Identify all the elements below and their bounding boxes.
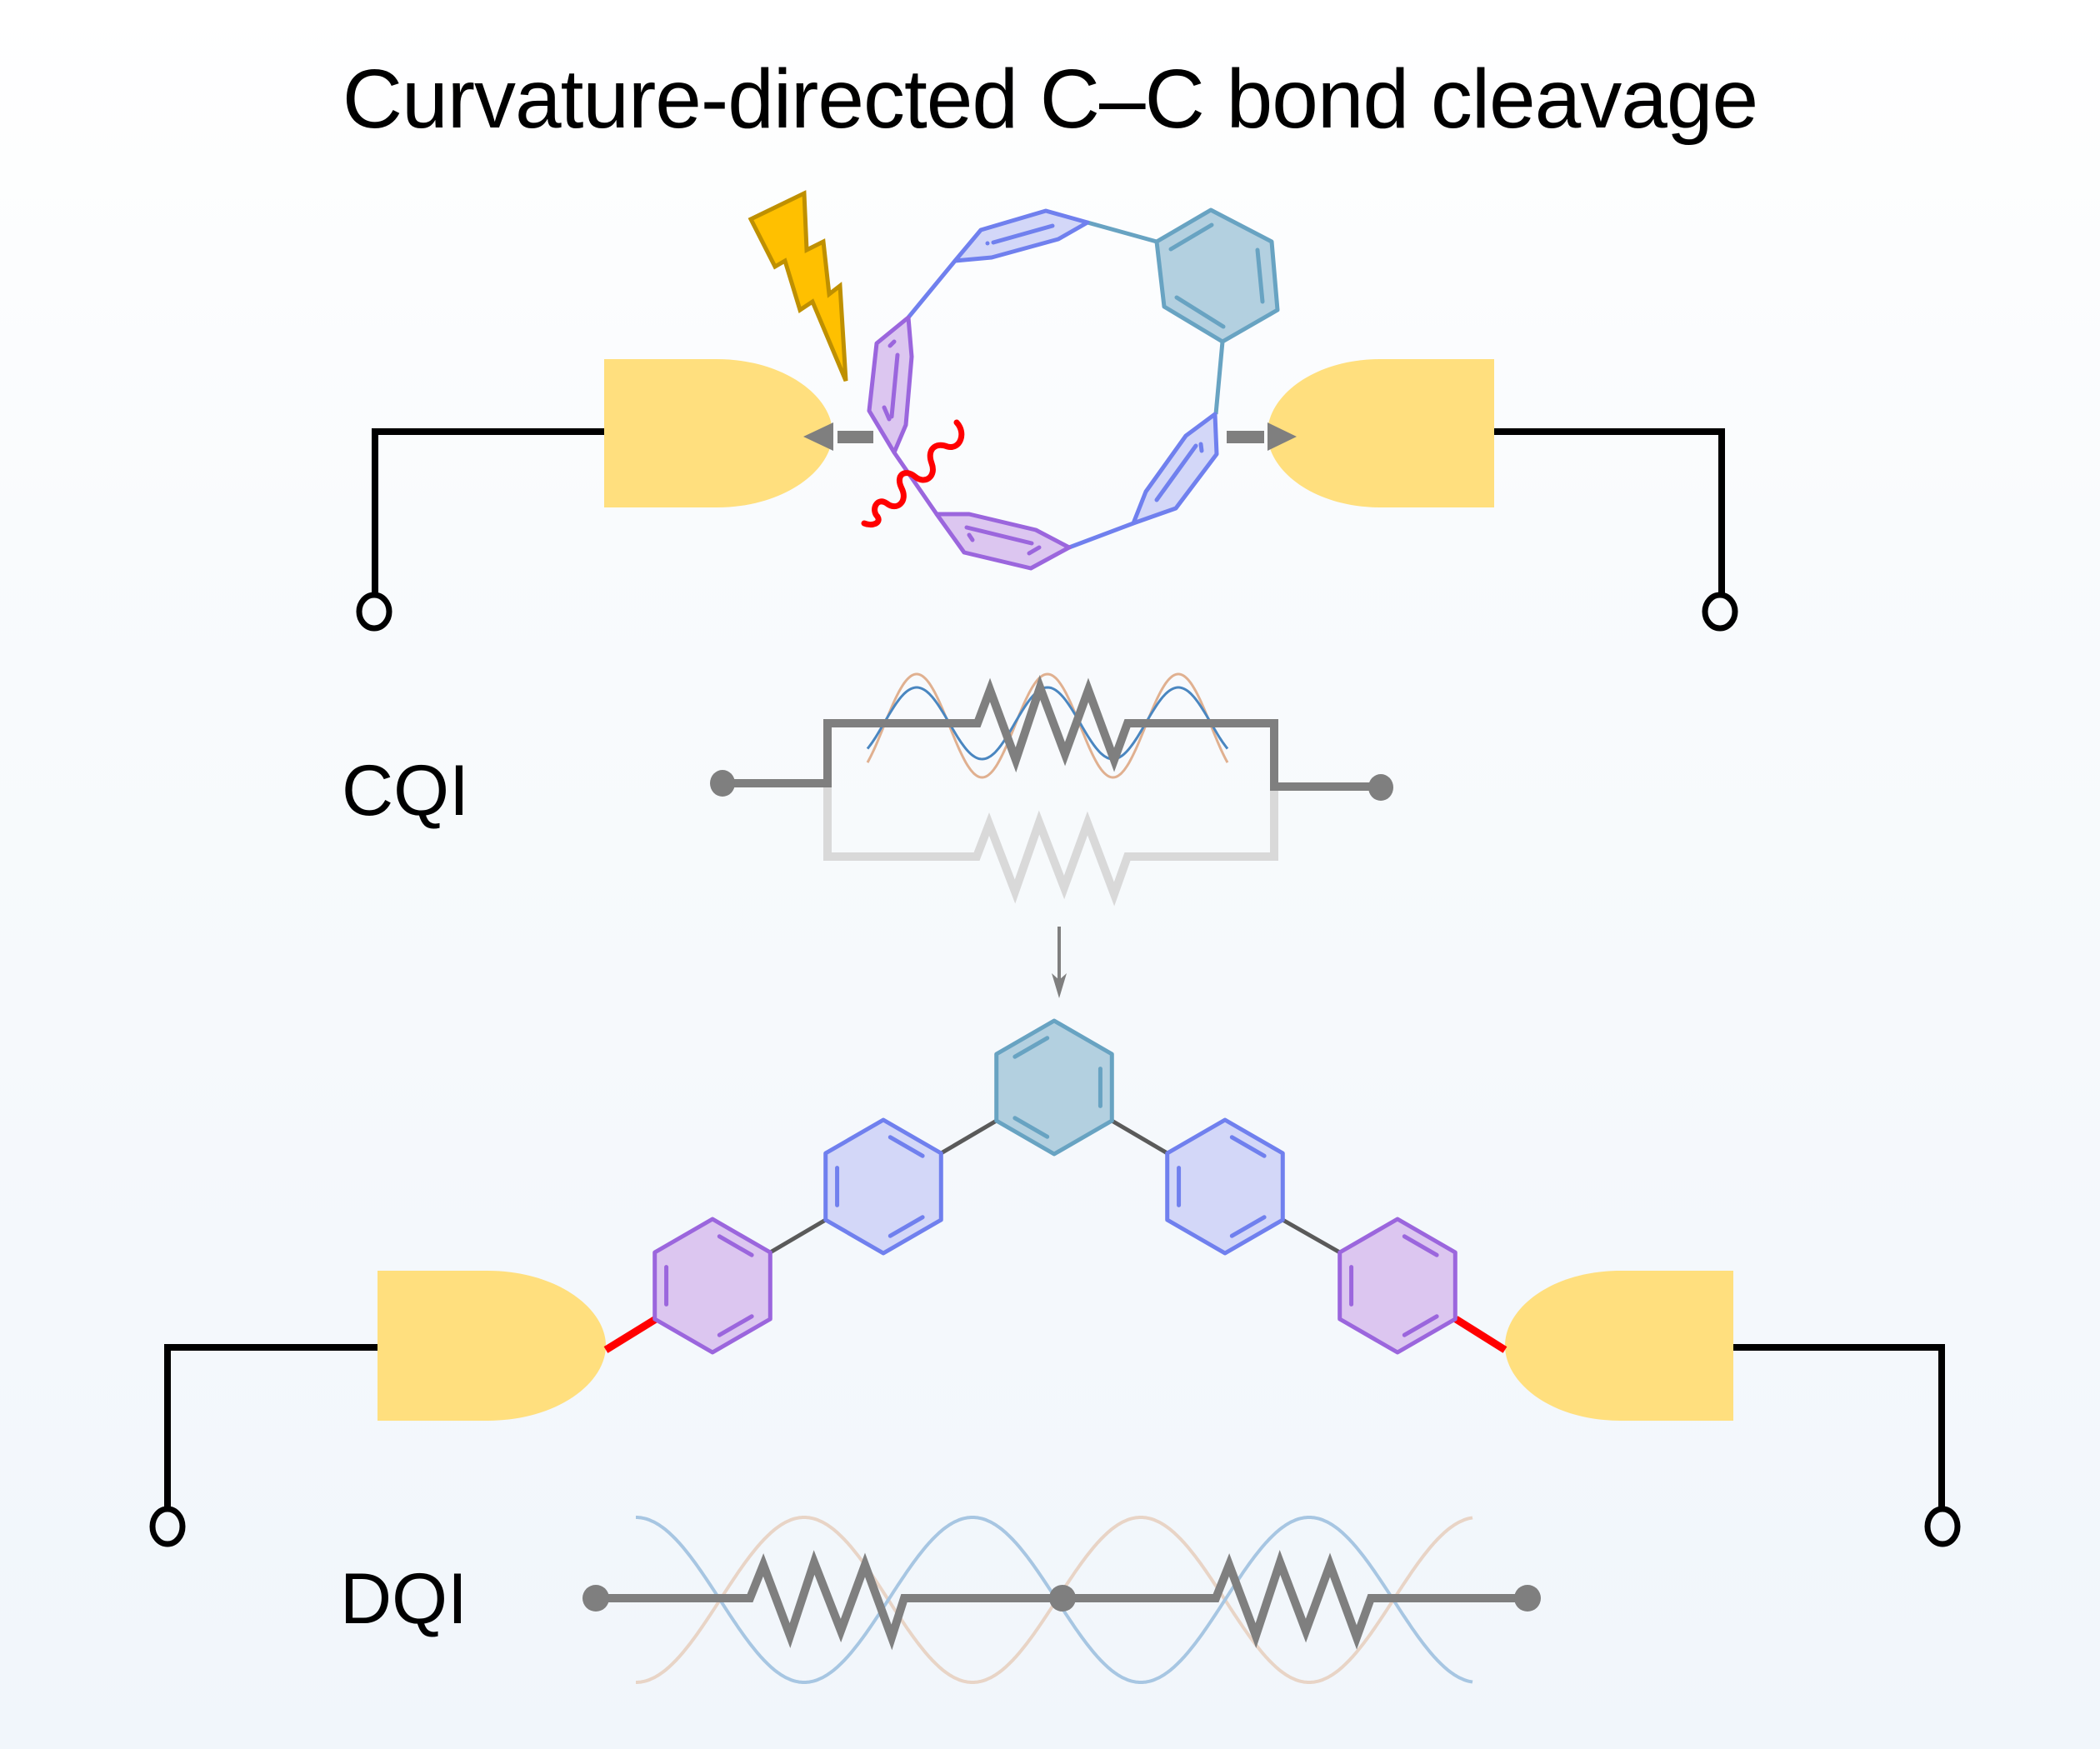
- chain-ring-blue: [823, 1117, 943, 1256]
- bottom-left-electrode: [378, 1271, 606, 1421]
- dqi-terminal-left[interactable]: [582, 1585, 609, 1612]
- bond: [940, 1118, 998, 1156]
- bottom-left-wire: [164, 1344, 378, 1510]
- macrocycle-ring-blue-right: [1131, 412, 1219, 526]
- cqi-inactive-path: [823, 785, 1278, 907]
- figure-title: Curvature-directed C–C bond cleavage: [342, 52, 1758, 146]
- bond: [907, 259, 957, 319]
- anchor-bond-right: [1453, 1316, 1508, 1353]
- macrocycle-ring-purple-bottom: [934, 512, 1072, 571]
- bottom-junction: [149, 1018, 1961, 1547]
- cqi-wave-tan: [866, 672, 1229, 779]
- macrocycle-ring-teal: [1154, 207, 1280, 344]
- bottom-right-terminal[interactable]: [1924, 1506, 1961, 1547]
- chain-ring-purple: [1338, 1217, 1458, 1355]
- cqi-terminal-right[interactable]: [1368, 774, 1393, 801]
- bond: [1068, 521, 1134, 550]
- anchor-bond-left: [603, 1316, 658, 1353]
- pull-arrow-left: [803, 422, 873, 451]
- cqi-label: CQI: [342, 751, 469, 831]
- bond: [769, 1217, 827, 1255]
- top-right-terminal[interactable]: [1702, 592, 1738, 632]
- chain-ring-blue: [1165, 1117, 1285, 1256]
- lightning-bolt-icon: [748, 190, 848, 382]
- bond: [1282, 1217, 1341, 1255]
- pull-arrow-right: [1227, 422, 1297, 451]
- bottom-right-electrode: [1505, 1271, 1733, 1421]
- dqi-node-middle: [1049, 1585, 1076, 1612]
- cqi-wave-blue: [866, 686, 1229, 761]
- top-left-terminal[interactable]: [356, 592, 392, 632]
- arrow-down-icon: [1052, 927, 1067, 998]
- macrocycle-ring-purple-left: [867, 315, 914, 455]
- bond: [1111, 1118, 1168, 1156]
- cqi-active-path: [722, 675, 1381, 791]
- top-right-electrode: [1268, 359, 1494, 507]
- bond: [1087, 220, 1158, 244]
- top-left-electrode: [604, 359, 832, 507]
- bottom-right-wire: [1733, 1344, 1945, 1510]
- bottom-left-terminal[interactable]: [149, 1506, 186, 1547]
- cqi-terminal-left[interactable]: [710, 770, 735, 797]
- macrocycle-ring-blue-top: [952, 208, 1090, 263]
- top-right-wire: [1494, 428, 1725, 595]
- bond-cleaved: [892, 451, 939, 516]
- top-junction: [356, 190, 1738, 632]
- top-left-wire: [372, 428, 604, 595]
- wavy-bond-break-icon: [861, 419, 965, 528]
- chain-ring-teal: [994, 1018, 1114, 1157]
- bond: [1213, 341, 1225, 415]
- dqi-circuit: [582, 1516, 1541, 1684]
- terphenyl-chain: [652, 1018, 1458, 1355]
- dqi-label: DQI: [340, 1559, 468, 1639]
- dqi-terminal-right[interactable]: [1514, 1585, 1541, 1612]
- cqi-circuit: [710, 672, 1393, 907]
- chain-ring-purple: [652, 1217, 772, 1355]
